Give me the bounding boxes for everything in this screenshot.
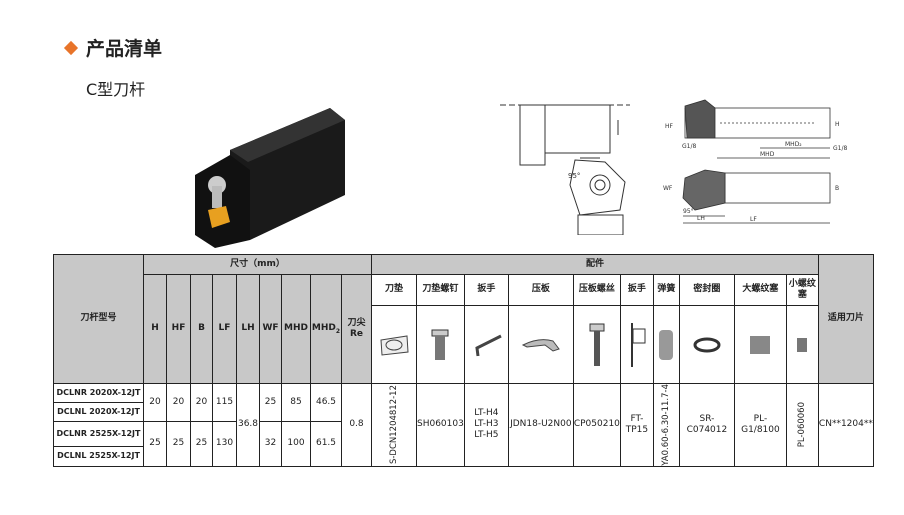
col-H: H xyxy=(143,274,167,384)
dims-header: 尺寸（mm） xyxy=(143,254,372,275)
svg-text:MHD₂: MHD₂ xyxy=(785,141,802,148)
cell-MHD2: 46.5 xyxy=(310,383,342,422)
col-MHD: MHD xyxy=(281,274,311,384)
torx-wrench-image xyxy=(619,305,654,384)
svg-text:HF: HF xyxy=(665,123,674,130)
col-Re: 刀尖 Re xyxy=(341,274,372,384)
title-text: 产品清单 xyxy=(86,38,163,60)
cell-MHD: 100 xyxy=(281,421,311,467)
clamp-cell: JDN18-U2N00 xyxy=(507,383,574,467)
shim-screw-cell: SH060103 xyxy=(416,383,465,467)
application-diagram: 95° xyxy=(500,104,630,235)
col-B: B xyxy=(190,274,213,384)
subtitle: C型刀杆 xyxy=(86,80,146,99)
angle-label: 95° xyxy=(568,172,580,180)
col-LF: LF xyxy=(212,274,237,384)
model-cell: DCLNR 2525X-12JT xyxy=(53,421,144,447)
acc-col: 大螺纹塞 xyxy=(733,274,787,306)
small-plug-image xyxy=(785,305,819,384)
tool-holder-photo xyxy=(195,108,345,248)
wrench-image xyxy=(463,305,509,384)
svg-text:G1/8: G1/8 xyxy=(833,145,847,152)
cell-B: 25 xyxy=(190,421,213,467)
shim-cell: S-DCN1204812-12 xyxy=(371,383,417,467)
model-header: 刀杆型号 xyxy=(53,254,144,384)
svg-text:MHD: MHD xyxy=(760,151,775,158)
accessories-header: 配件 xyxy=(371,254,819,275)
col-LH: LH xyxy=(236,274,260,384)
seal-ring-image xyxy=(678,305,735,384)
clamp-image xyxy=(507,305,574,384)
acc-col: 压板螺丝 xyxy=(572,274,621,306)
model-cell: DCLNR 2020X-12JT xyxy=(53,383,144,403)
acc-col: 扳手 xyxy=(619,274,654,306)
cell-HF: 25 xyxy=(166,421,191,467)
cell-LF: 130 xyxy=(212,421,237,467)
svg-text:95°: 95° xyxy=(683,208,694,215)
col-WF: WF xyxy=(259,274,282,384)
insert-cell: CN**1204** xyxy=(817,383,874,467)
cell-H: 20 xyxy=(143,383,167,422)
clamp-screw-image xyxy=(572,305,621,384)
svg-text:G1/8: G1/8 xyxy=(682,143,696,150)
shim-image xyxy=(371,305,417,384)
cell-WF: 32 xyxy=(259,421,282,467)
svg-text:H: H xyxy=(835,121,840,128)
acc-col: 压板 xyxy=(507,274,574,306)
cell-MHD2: 61.5 xyxy=(310,421,342,467)
clamp-screw-cell: CP050210 xyxy=(572,383,621,467)
acc-col: 刀垫螺钉 xyxy=(416,274,465,306)
cell-HF: 20 xyxy=(166,383,191,422)
model-cell: DCLNL 2020X-12JT xyxy=(53,402,144,422)
cell-B: 20 xyxy=(190,383,213,422)
cell-LH: 36.8 xyxy=(236,383,260,467)
cell-LF: 115 xyxy=(212,383,237,422)
cell-Re: 0.8 xyxy=(341,383,372,467)
svg-text:LH: LH xyxy=(697,215,705,222)
seal-cell: SR-C074012 xyxy=(678,383,735,467)
product-table: 刀杆型号 尺寸（mm） 配件 适用刀片 H HF B LF LH WF MHD … xyxy=(53,254,874,467)
cell-WF: 25 xyxy=(259,383,282,422)
cell-H: 25 xyxy=(143,421,167,467)
section-title: 产品清单 xyxy=(63,34,163,61)
big-plug-cell: PL-G1/8100 xyxy=(733,383,787,467)
acc-col: 小螺纹塞 xyxy=(785,274,819,306)
acc-col: 密封圈 xyxy=(678,274,735,306)
cell-MHD: 85 xyxy=(281,383,311,422)
svg-text:B: B xyxy=(835,185,839,192)
col-MHD2: MHD2 xyxy=(310,274,342,384)
spring-image xyxy=(652,305,680,384)
svg-text:WF: WF xyxy=(663,185,673,192)
small-plug-cell: PL-060060 xyxy=(785,383,819,467)
wrench2-cell: FT-TP15 xyxy=(619,383,654,467)
insert-header: 适用刀片 xyxy=(817,254,874,384)
diamond-bullet-icon xyxy=(63,40,79,55)
acc-col: 扳手 xyxy=(463,274,509,306)
svg-text:LF: LF xyxy=(750,216,757,223)
acc-col: 弹簧 xyxy=(652,274,680,306)
big-plug-image xyxy=(733,305,787,384)
model-cell: DCLNL 2525X-12JT xyxy=(53,445,144,467)
spring-cell: YA0.60-6.30-11.7-4 xyxy=(652,383,680,467)
col-HF: HF xyxy=(166,274,191,384)
shim-screw-image xyxy=(416,305,465,384)
acc-col: 刀垫 xyxy=(371,274,417,306)
